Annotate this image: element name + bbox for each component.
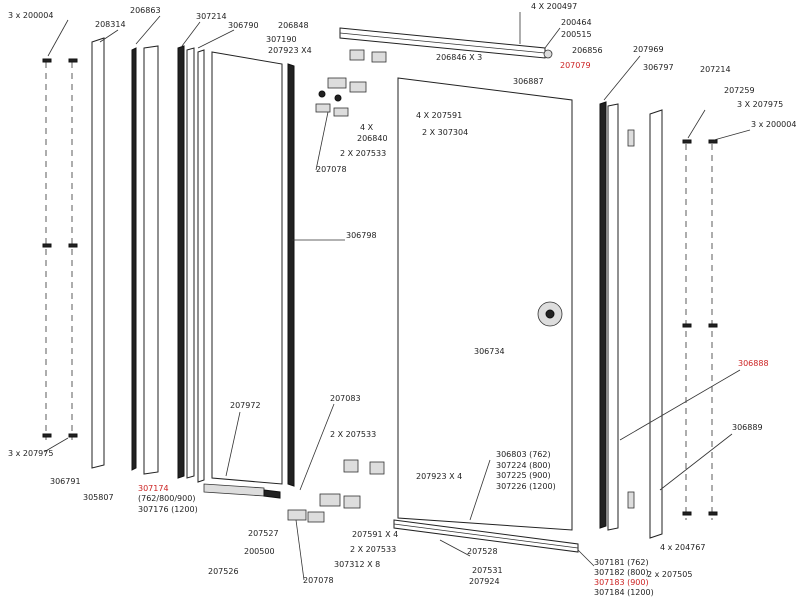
part-label: 206840 bbox=[357, 134, 388, 143]
part-label: 307224 (800) bbox=[496, 461, 551, 470]
part-label: 307214 bbox=[196, 12, 227, 21]
part-label: 306889 bbox=[732, 423, 763, 432]
part-label: 306803 (762) bbox=[496, 450, 551, 459]
door-profile-207969 bbox=[599, 101, 619, 531]
part-label: 207972 bbox=[230, 401, 261, 410]
part-label: 207078 bbox=[303, 576, 334, 585]
end-cap-icon bbox=[543, 49, 553, 59]
screw-icon bbox=[42, 58, 78, 438]
part-label: 306790 bbox=[228, 21, 259, 30]
right-fixing-line bbox=[682, 139, 718, 520]
part-label: 200500 bbox=[244, 547, 275, 556]
part-label: 3 x 207975 bbox=[8, 449, 53, 458]
part-label: 2 X 207533 bbox=[340, 149, 386, 158]
part-label: 306887 bbox=[513, 77, 544, 86]
left-fixing-line bbox=[42, 58, 78, 440]
part-label: 206856 bbox=[572, 46, 603, 55]
part-label: 207591 X 4 bbox=[352, 530, 398, 539]
part-label: 306798 bbox=[346, 231, 377, 240]
part-label: 206848 bbox=[278, 21, 309, 30]
part-label: 307176 (1200) bbox=[138, 505, 198, 514]
part-label: 306734 bbox=[474, 347, 505, 356]
bottom-roller-assembly bbox=[287, 459, 385, 523]
wall-profile-306889 bbox=[627, 109, 663, 539]
part-label: 207923 X 4 bbox=[416, 472, 462, 481]
part-label: 307190 bbox=[266, 35, 297, 44]
sliding-door-306734 bbox=[397, 77, 573, 531]
part-label: 2 x 207505 bbox=[647, 570, 692, 579]
part-label: 307184 (1200) bbox=[594, 588, 654, 597]
part-label: 307312 X 8 bbox=[334, 560, 380, 569]
leader-lines bbox=[43, 12, 751, 581]
part-label: 306791 bbox=[50, 477, 81, 486]
part-label: 207526 bbox=[208, 567, 239, 576]
part-label: 307225 (900) bbox=[496, 471, 551, 480]
part-label: 207078 bbox=[316, 165, 347, 174]
part-label: 306888 bbox=[738, 359, 769, 368]
part-label: 306797 bbox=[643, 63, 674, 72]
part-label: 2 X 207533 bbox=[330, 430, 376, 439]
part-label: 307181 (762) bbox=[594, 558, 649, 567]
part-label: 4 X 200497 bbox=[531, 2, 577, 11]
bottom-threshold-307181 bbox=[393, 519, 579, 553]
part-label: 206863 bbox=[130, 6, 161, 15]
part-label: 207527 bbox=[248, 529, 279, 538]
part-label: (762/800/900) bbox=[138, 494, 195, 503]
screw-icon bbox=[682, 139, 718, 516]
part-label: 3 X 207975 bbox=[737, 100, 783, 109]
part-label: 307183 (900) bbox=[594, 578, 649, 587]
bottom-guide-207526 bbox=[203, 483, 281, 499]
part-label: 2 X 307304 bbox=[422, 128, 468, 137]
top-roller-assembly bbox=[315, 49, 387, 117]
top-rail-306887 bbox=[339, 27, 553, 59]
part-label: 4 X bbox=[360, 123, 374, 132]
part-label: 3 x 200004 bbox=[751, 120, 796, 129]
part-label: 207924 bbox=[469, 577, 500, 586]
part-label: 207083 bbox=[330, 394, 361, 403]
part-label: 305807 bbox=[83, 493, 114, 502]
part-label: 207923 X4 bbox=[268, 46, 312, 55]
part-label: 3 x 200004 bbox=[8, 11, 53, 20]
profile-seal-205807 bbox=[131, 45, 159, 475]
part-label: 307174 bbox=[138, 484, 169, 493]
fixed-glass-panel bbox=[211, 51, 295, 487]
part-label: 2 X 207533 bbox=[350, 545, 396, 554]
part-label: 207528 bbox=[467, 547, 498, 556]
part-label: 307182 (800) bbox=[594, 568, 649, 577]
part-label: 207259 bbox=[724, 86, 755, 95]
part-label: 207531 bbox=[472, 566, 503, 575]
part-label: 207079 bbox=[560, 61, 591, 70]
wall-profile-306791 bbox=[91, 37, 105, 469]
part-label: 307226 (1200) bbox=[496, 482, 556, 491]
part-label: 200515 bbox=[561, 30, 592, 39]
part-label: 200464 bbox=[561, 18, 592, 27]
part-label: 206846 X 3 bbox=[436, 53, 482, 62]
part-label: 208314 bbox=[95, 20, 126, 29]
part-label: 207214 bbox=[700, 65, 731, 74]
part-label: 207969 bbox=[633, 45, 664, 54]
part-label: 4 X 207591 bbox=[416, 111, 462, 120]
frame-profile-307214 bbox=[177, 45, 205, 483]
part-label: 4 x 204767 bbox=[660, 543, 705, 552]
